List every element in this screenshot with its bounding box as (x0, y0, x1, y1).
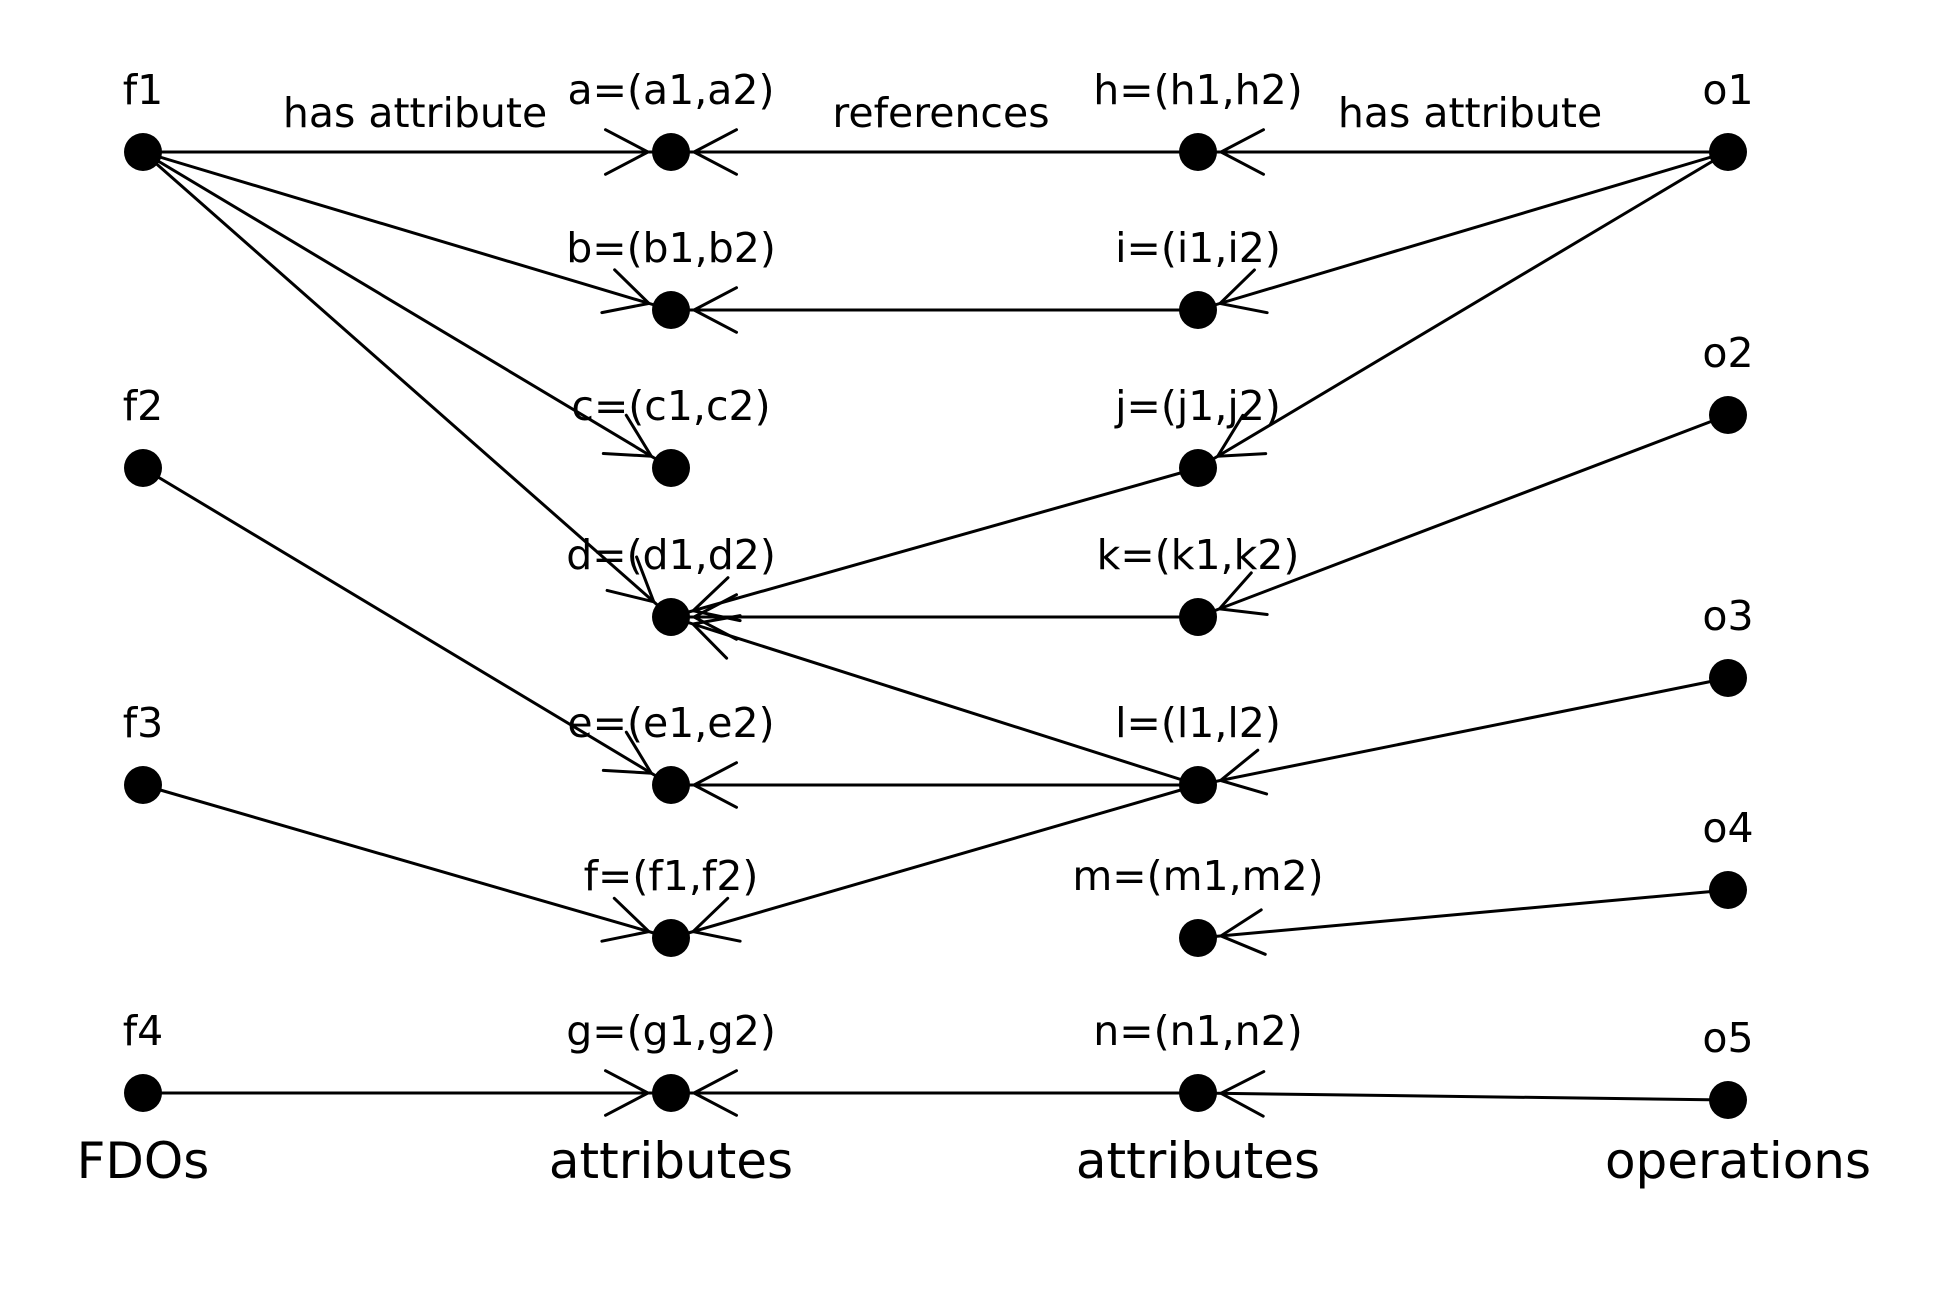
node-l (1179, 766, 1217, 804)
node-label-f3: f3 (123, 699, 164, 747)
edge-f3-to-f (142, 783, 672, 940)
arrowhead-f1-to-c (601, 413, 655, 458)
node-label-j: j=(j1,j2) (1114, 382, 1281, 430)
node-f (652, 919, 690, 957)
arrowhead-l-to-f (689, 896, 742, 943)
arrowhead-l-to-e (690, 761, 739, 809)
edge-f1-to-b (142, 150, 672, 312)
edge-f2-to-e (142, 466, 672, 787)
node-k (1179, 598, 1217, 636)
node-label-o5: o5 (1702, 1014, 1753, 1062)
arrowhead-o1-to-j (1214, 413, 1268, 458)
arrowhead-o1-to-i (1216, 268, 1269, 315)
node-label-i: i=(i1,i2) (1115, 224, 1281, 272)
node-i (1179, 291, 1217, 329)
node-f1 (124, 133, 162, 171)
node-a (652, 133, 690, 171)
node-label-f2: f2 (123, 382, 164, 430)
column-label-operations: operations (1605, 1132, 1871, 1190)
node-label-o1: o1 (1702, 66, 1753, 114)
node-m (1179, 919, 1217, 957)
column-label-attributes-left: attributes (549, 1132, 793, 1190)
arrowhead-f1-to-b (600, 268, 653, 315)
node-label-c: c=(c1,c2) (571, 382, 770, 430)
node-label-a: a=(a1,a2) (568, 66, 775, 114)
node-label-k: k=(k1,k2) (1097, 531, 1300, 579)
edge-label-operation-has-attribute: has attribute (1338, 89, 1602, 137)
edge-o1-to-j (1197, 150, 1729, 470)
arrowhead-o1-to-h (1217, 128, 1266, 176)
node-j (1179, 449, 1217, 487)
column-label-attributes-right: attributes (1076, 1132, 1320, 1190)
node-d (652, 598, 690, 636)
edge-l-to-f (670, 783, 1199, 940)
arrowhead-o4-to-m (1217, 908, 1267, 956)
node-label-o3: o3 (1702, 592, 1753, 640)
nodes-layer: f1 f2 f3 f4 a=(a1,a2) b=(b1,b2) c=(c1,c2) d=(d1… (123, 66, 1754, 1119)
edge-f1-to-d (142, 150, 672, 619)
arrowhead-f1-to-a (603, 128, 652, 176)
arrowhead-f3-to-f (600, 896, 653, 943)
node-label-o2: o2 (1702, 329, 1753, 377)
arrowhead-l-to-d (689, 614, 742, 660)
node-f2 (124, 449, 162, 487)
edge-o1-to-i (1197, 150, 1729, 312)
arrowhead-n-to-g (690, 1069, 739, 1117)
column-label-fdos: FDOs (77, 1132, 210, 1190)
node-n (1179, 1074, 1217, 1112)
node-label-m: m=(m1,m2) (1072, 852, 1323, 900)
node-g (652, 1074, 690, 1112)
arrowhead-i-to-b (690, 286, 739, 334)
edge-l-to-d (670, 615, 1199, 787)
arrowhead-f1-to-d (605, 555, 657, 604)
edges-layer (142, 128, 1729, 1118)
node-c (652, 449, 690, 487)
node-o1 (1709, 133, 1747, 171)
edge-j-to-d (670, 466, 1199, 619)
arrowhead-o3-to-l (1217, 748, 1269, 796)
node-b (652, 291, 690, 329)
node-o5 (1709, 1081, 1747, 1119)
node-f3 (124, 766, 162, 804)
node-e (652, 766, 690, 804)
arrowhead-o2-to-k (1216, 571, 1269, 617)
arrowhead-f2-to-e (601, 730, 655, 775)
node-f4 (124, 1074, 162, 1112)
node-label-e: e=(e1,e2) (567, 699, 774, 747)
node-label-f1: f1 (123, 66, 164, 114)
edge-o3-to-l (1197, 676, 1729, 787)
node-label-b: b=(b1,b2) (566, 224, 776, 272)
node-label-g: g=(g1,g2) (566, 1007, 776, 1055)
arrowhead-h-to-a (690, 128, 739, 176)
node-h (1179, 133, 1217, 171)
edge-o2-to-k (1197, 413, 1729, 619)
node-label-o4: o4 (1702, 804, 1753, 852)
node-label-h: h=(h1,h2) (1093, 66, 1303, 114)
arrowhead-o5-to-n (1217, 1070, 1266, 1118)
node-o4 (1709, 871, 1747, 909)
node-o3 (1709, 659, 1747, 697)
node-label-n: n=(n1,n2) (1093, 1007, 1303, 1055)
node-label-f4: f4 (123, 1007, 164, 1055)
arrowhead-f4-to-g (603, 1069, 652, 1117)
node-label-f: f=(f1,f2) (584, 852, 759, 900)
edge-f1-to-c (142, 150, 672, 470)
node-label-d: d=(d1,d2) (566, 531, 776, 579)
node-o2 (1709, 396, 1747, 434)
edge-label-fdo-has-attribute: has attribute (283, 89, 547, 137)
edge-label-references: references (832, 89, 1049, 137)
edge-o5-to-n (1197, 1091, 1729, 1102)
edge-o4-to-m (1197, 888, 1729, 940)
node-label-l: l=(l1,l2) (1115, 699, 1281, 747)
